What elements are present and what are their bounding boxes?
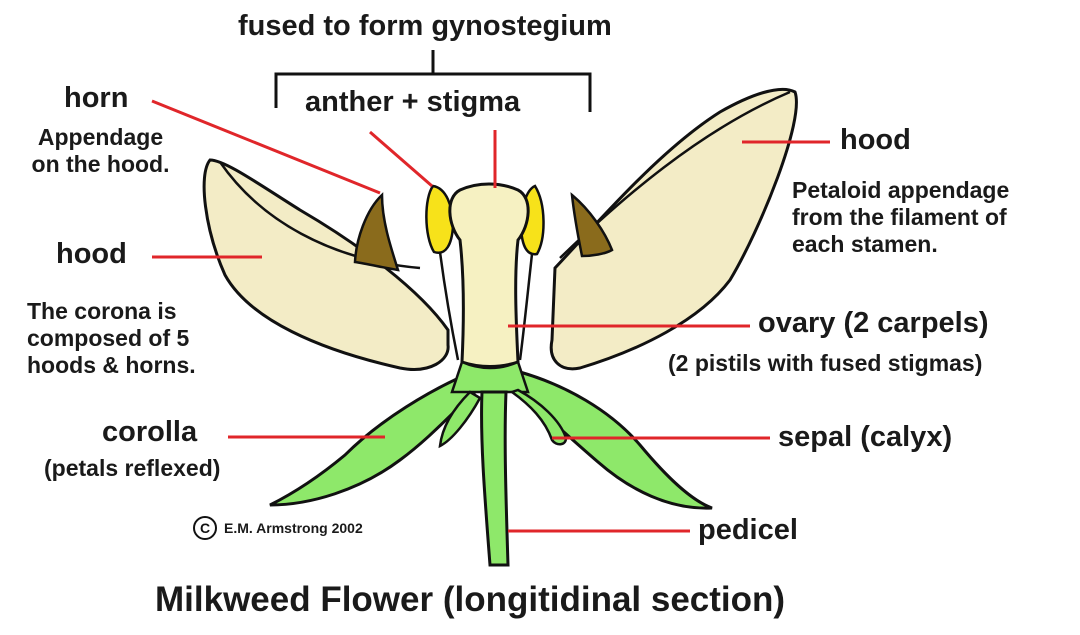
svg-text:C: C xyxy=(200,520,210,536)
sepal-left-shape xyxy=(438,390,482,449)
hood-right-shape xyxy=(549,87,798,371)
receptacle-shape xyxy=(450,360,530,394)
sepal-label: sepal (calyx) xyxy=(778,421,953,453)
hood-left-label: hood xyxy=(56,238,127,270)
horn-right-shape xyxy=(570,192,614,258)
hood-left-shape xyxy=(202,158,450,371)
ovary-label: ovary (2 carpels) xyxy=(758,307,989,339)
hood-right-label: hood xyxy=(840,124,911,156)
corolla-label: corolla xyxy=(102,416,198,448)
leader-lines xyxy=(151,99,830,533)
pedicel-shape xyxy=(480,390,510,567)
ovary-description: (2 pistils with fused stigmas) xyxy=(668,350,983,376)
hood-right-description: Petaloid appendage from the filament of … xyxy=(792,177,1010,257)
copyright-icon xyxy=(193,516,217,540)
horn-label: horn xyxy=(64,82,129,114)
corona-description: The corona is composed of 5 hoods & horn… xyxy=(27,298,196,378)
gynostegium-bracket xyxy=(274,50,592,112)
sepal-right-shape xyxy=(509,388,568,446)
horn-description: Appendage on the hood. xyxy=(31,124,170,177)
anther-stigma-label: anther + stigma xyxy=(305,86,521,118)
corolla-right-shape xyxy=(516,370,713,510)
horn-left-shape xyxy=(353,192,400,272)
gynostegium-label: fused to form gynostegium xyxy=(238,10,612,42)
pedicel-label: pedicel xyxy=(698,514,798,546)
corolla-description: (petals reflexed) xyxy=(44,455,221,481)
anther-left-shape xyxy=(425,184,455,255)
copyright-text: E.M. Armstrong 2002 xyxy=(224,520,363,536)
diagram-title: Milkweed Flower (longitidinal section) xyxy=(155,580,786,619)
column-shape xyxy=(448,182,530,368)
